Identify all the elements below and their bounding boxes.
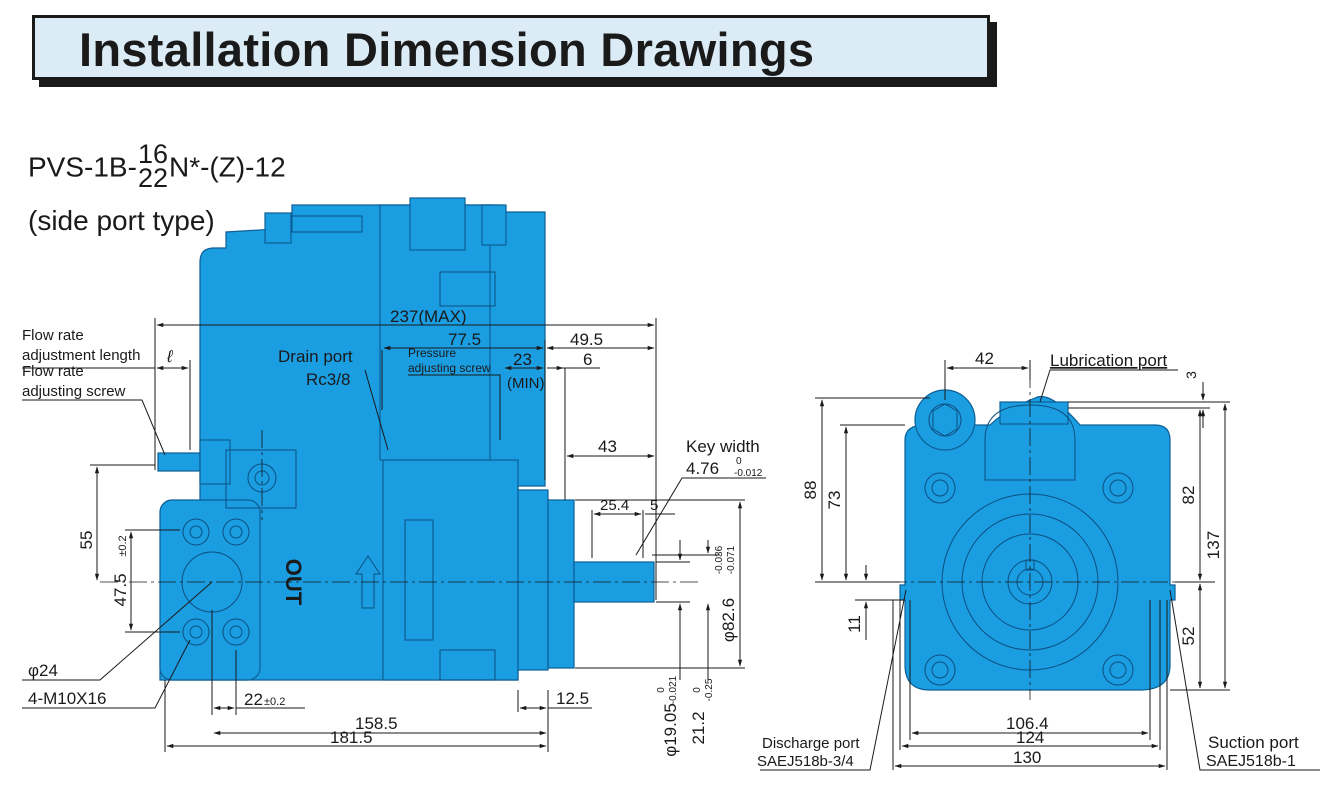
shaft-tol-lower: -0.021 (668, 675, 679, 704)
model-size-top: 16 (137, 139, 168, 169)
centerlines-side (100, 430, 700, 583)
bolt-spec: 4-M10X16 (28, 689, 106, 708)
pump-body-front (899, 389, 1176, 691)
side-view-labels: 237(MAX) 77.5 49.5 23 (MIN) 6 43 Key wid… (22, 307, 763, 757)
front-view-labels: 42 Lubrication port 3 88 73 11 82 137 52… (757, 349, 1299, 770)
dim-130: 130 (1013, 748, 1041, 767)
drain-port-size: Rc3/8 (306, 370, 350, 389)
dim-3: 3 (1183, 371, 1199, 379)
dim-106-4: 106.4 (1006, 714, 1049, 733)
dim-12-5: 12.5 (556, 689, 589, 708)
key-width-tol-upper: 0 (736, 456, 742, 467)
page-title: Installation Dimension Drawings (79, 23, 815, 76)
dim-82: 82 (1179, 486, 1198, 505)
model-size-bottom: 22 (137, 163, 168, 193)
pump-body-side (157, 197, 655, 681)
pilot-tol-upper: -0.036 (714, 545, 725, 574)
flow-rate-adj-screw-1: Flow rate (22, 363, 84, 380)
pressure-adj-screw-2: adjusting screw (408, 361, 491, 375)
dim-21-2-tol-lower: -0.25 (704, 678, 715, 701)
dim-23: 23 (513, 350, 532, 369)
flow-rate-adj-screw-2: adjusting screw (22, 383, 126, 400)
model-suffix: N*-(Z)-12 (168, 151, 286, 183)
key-width-tol-lower: -0.012 (734, 468, 763, 479)
suction-port-spec: SAEJ518b-1 (1206, 753, 1296, 770)
pilot-tol-lower: -0.071 (726, 545, 737, 574)
dim-77-5: 77.5 (448, 330, 481, 349)
pressure-adj-screw-1: Pressure (408, 346, 456, 360)
centerlines-front (860, 370, 1200, 700)
front-view (860, 370, 1200, 700)
dim-22: 22 (244, 690, 263, 709)
dim-21-2: 21.2 (689, 711, 708, 744)
dim-181-5: 181.5 (330, 728, 373, 747)
discharge-port-label: Discharge port (762, 735, 860, 752)
dim-158-5: 158.5 (355, 714, 398, 733)
dim-55: 55 (77, 531, 96, 550)
dim-73: 73 (825, 491, 844, 510)
dim-22-tol: ±0.2 (264, 696, 285, 708)
dim-88: 88 (801, 481, 820, 500)
dim-42: 42 (975, 349, 994, 368)
dim-11: 11 (845, 615, 864, 633)
dim-124: 124 (1016, 728, 1044, 747)
model-prefix: PVS-1B- (28, 151, 137, 183)
discharge-port-spec: SAEJ518b-3/4 (757, 753, 854, 770)
dim-49-5: 49.5 (570, 330, 603, 349)
dim-43: 43 (598, 437, 617, 456)
dim-47-5: 47.5 (111, 573, 130, 606)
lubrication-port-label: Lubrication port (1050, 351, 1167, 370)
title-banner: Installation Dimension Drawings (32, 15, 990, 80)
ell-symbol: ℓ (166, 347, 173, 366)
flow-rate-adj-length-1: Flow rate (22, 327, 84, 344)
key-width-value: 4.76 (686, 459, 719, 478)
dim-25-4: 25.4 (600, 497, 629, 514)
port-diameter: φ24 (28, 661, 58, 680)
drain-port-label: Drain port (278, 347, 353, 366)
shaft-diameter: φ19.05 (661, 703, 680, 757)
dim-237-max: 237(MAX) (390, 307, 467, 326)
key-width-label: Key width (686, 437, 760, 456)
shaft-tol-upper: 0 (656, 687, 667, 693)
dim-5: 5 (650, 497, 658, 514)
front-view-dimension-lines (760, 360, 1320, 771)
dim-47-5-tol: ±0.2 (117, 535, 129, 556)
dim-52: 52 (1179, 627, 1198, 646)
dim-137: 137 (1204, 531, 1223, 559)
side-view-dimension-lines (22, 318, 766, 752)
flow-rate-adj-length-2: adjustment length (22, 347, 140, 364)
pilot-diameter: φ82.6 (719, 598, 738, 642)
dim-min: (MIN) (507, 375, 545, 392)
model-variant: (side port type) (28, 205, 215, 236)
suction-port-label: Suction port (1208, 733, 1299, 752)
dim-6: 6 (583, 350, 592, 369)
dim-21-2-tol-upper: 0 (692, 687, 703, 693)
